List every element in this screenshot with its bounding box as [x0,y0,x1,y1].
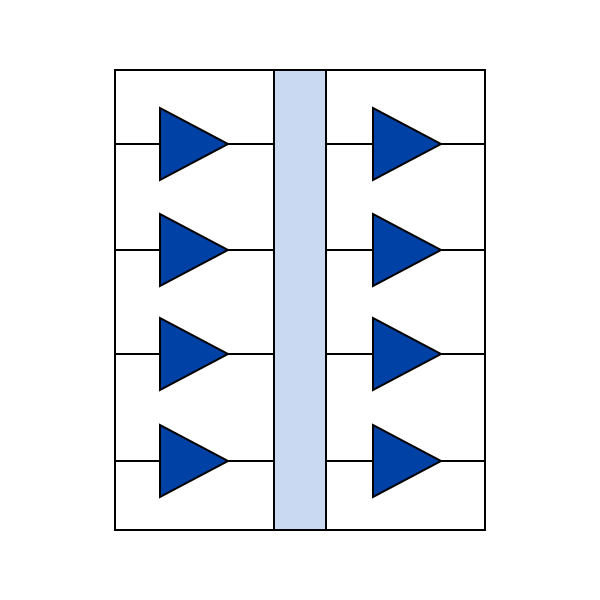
right-triangle-buffer-icon-4 [372,423,444,499]
left-triangle-buffer-icon-1 [159,106,231,182]
left-triangle-buffer-icon-3 [159,316,231,392]
center-bar [273,69,327,531]
left-triangle-buffer-icon-2 [159,212,231,288]
amplifiers-group [159,106,444,499]
right-triangle-buffer-icon-2 [372,212,444,288]
right-triangle-buffer-icon-3 [372,316,444,392]
left-triangle-buffer-icon-4 [159,423,231,499]
right-triangle-buffer-icon-1 [372,106,444,182]
